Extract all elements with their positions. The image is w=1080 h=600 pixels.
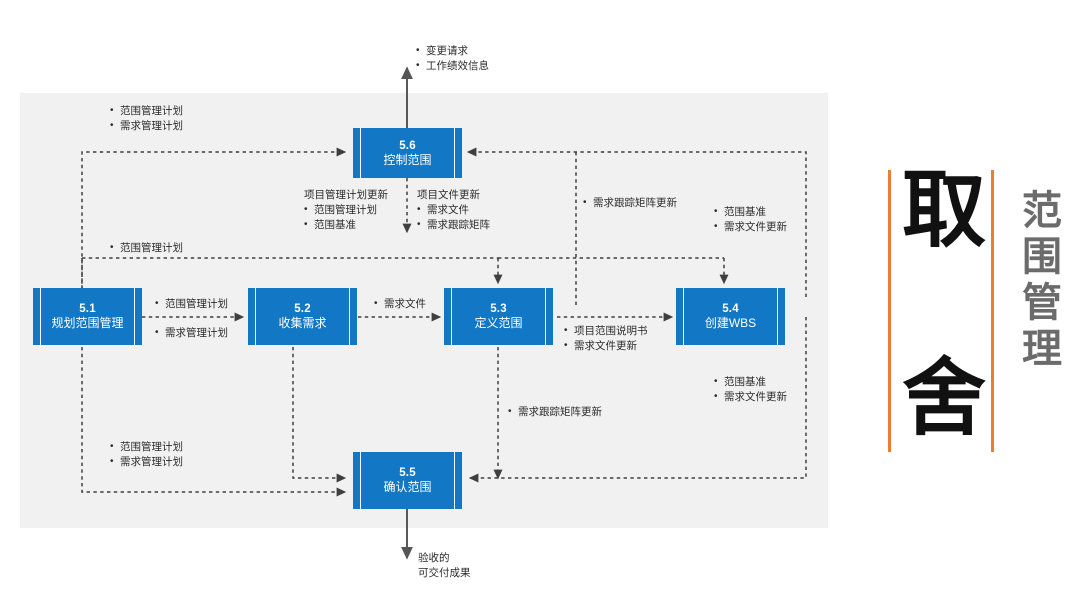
process-box-5-2[interactable]: 5.2 收集需求	[248, 288, 357, 345]
process-box-5-6[interactable]: 5.6 控制范围	[353, 128, 462, 178]
process-box-5-4[interactable]: 5.4 创建WBS	[676, 288, 785, 345]
label-bottom-left-inputs-to-5-5: 范围管理计划 需求管理计划	[110, 439, 183, 470]
accent-rule-right	[991, 170, 994, 452]
process-number: 5.4	[722, 303, 739, 316]
label-rtm-update-upper: 需求跟踪矩阵更新	[583, 195, 677, 211]
label-external-output-top: 变更请求 工作绩效信息	[416, 43, 489, 74]
label-5-1-to-5-2-upper: 范围管理计划	[155, 296, 228, 312]
dashed-connectors	[81, 147, 807, 497]
process-box-5-3[interactable]: 5.3 定义范围	[444, 288, 553, 345]
label-5-3-to-5-4: 项目范围说明书 需求文件更新	[564, 323, 648, 354]
process-number: 5.2	[294, 303, 311, 316]
vertical-title-char-3: 管	[1022, 280, 1062, 326]
process-number: 5.6	[399, 139, 416, 152]
label-rtm-update-lower: 需求跟踪矩阵更新	[508, 404, 602, 420]
process-name: 确认范围	[383, 480, 432, 495]
process-box-5-5[interactable]: 5.5 确认范围	[353, 452, 462, 509]
label-5-1-to-5-2-lower: 需求管理计划	[155, 325, 228, 341]
process-number: 5.1	[79, 303, 96, 316]
label-scope-management-plan-mid: 范围管理计划	[110, 240, 183, 256]
process-name: 定义范围	[474, 316, 523, 331]
vertical-title-char-2: 围	[1022, 234, 1062, 280]
big-char-2: 舍	[901, 349, 986, 447]
label-5-2-to-5-3: 需求文件	[374, 296, 426, 312]
label-project-document-updates: 项目文件更新 需求文件 需求跟踪矩阵	[417, 188, 490, 234]
vertical-title-char-4: 理	[1022, 326, 1062, 372]
process-number: 5.3	[490, 303, 507, 316]
process-name: 创建WBS	[704, 316, 757, 331]
label-baseline-docs-lower: 范围基准 需求文件更新	[714, 374, 787, 405]
vertical-title-char-1: 范	[1022, 188, 1062, 234]
label-external-output-bottom: 验收的 可交付成果	[418, 552, 471, 580]
process-name: 控制范围	[383, 152, 432, 167]
vertical-title: 范 围 管 理	[1018, 188, 1066, 372]
label-baseline-docs-upper: 范围基准 需求文件更新	[714, 204, 787, 235]
accent-rule-left	[888, 170, 891, 452]
process-name: 规划范围管理	[51, 316, 124, 331]
process-name: 收集需求	[278, 316, 327, 331]
process-number: 5.5	[399, 467, 416, 480]
label-project-management-plan-updates: 项目管理计划更新 范围管理计划 范围基准	[304, 188, 388, 234]
label-top-left-inputs-to-5-6: 范围管理计划 需求管理计划	[110, 103, 183, 134]
process-box-5-1[interactable]: 5.1 规划范围管理	[33, 288, 142, 345]
big-char-1: 取	[901, 161, 986, 259]
